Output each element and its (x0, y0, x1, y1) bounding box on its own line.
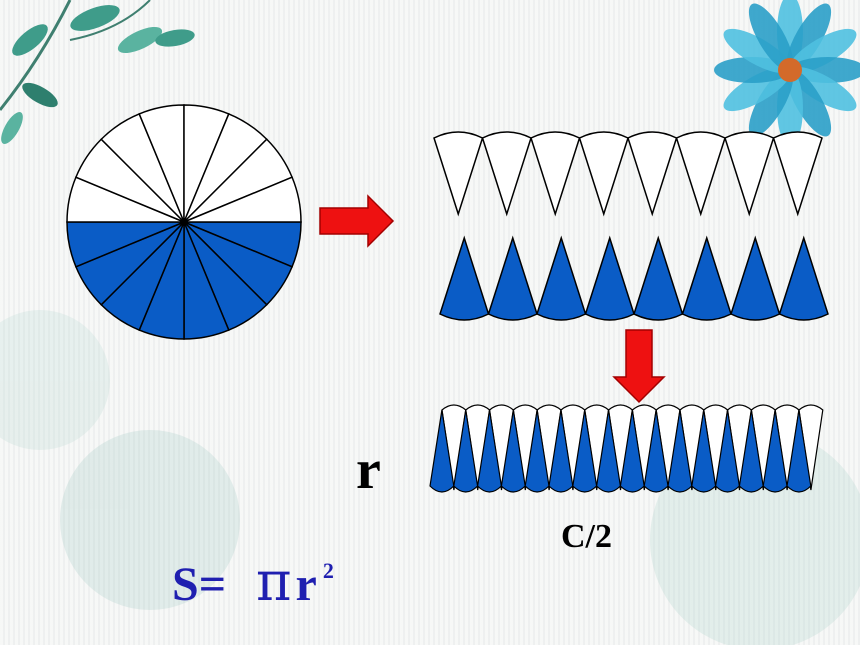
white-sector-row (433, 131, 823, 217)
half-circumference-label: C/2 (561, 518, 612, 555)
formula-radius: r (295, 558, 317, 611)
blue-row-sector (633, 235, 684, 321)
white-row-sector (675, 131, 726, 217)
formula-pi: π (256, 550, 292, 613)
leaf-vine-decoration-icon (0, 0, 195, 144)
sectored-circle (66, 104, 302, 340)
formula-lhs: S= (172, 558, 227, 611)
formula-exponent: 2 (322, 558, 334, 583)
rearranged-parallelogram (429, 404, 824, 493)
white-row-sector (627, 131, 678, 217)
white-row-sector (433, 131, 484, 217)
white-parallelogram-sector (798, 404, 824, 491)
blue-row-sector (730, 235, 781, 321)
white-row-sector (724, 131, 775, 217)
white-row-sector (481, 131, 532, 217)
blue-parallelogram-sector (786, 409, 812, 493)
right-arrow-icon (319, 194, 395, 248)
radius-label: r (356, 439, 381, 501)
white-circle-sector (183, 176, 302, 223)
white-row-sector (772, 131, 823, 217)
down-arrow-icon (612, 329, 666, 404)
blue-row-sector (681, 235, 732, 321)
blue-row-sector (536, 235, 587, 321)
blue-row-sector (439, 235, 490, 321)
blue-row-sector (584, 235, 635, 321)
blue-sector-row (439, 235, 829, 321)
blue-row-sector (487, 235, 538, 321)
white-row-sector (530, 131, 581, 217)
area-formula: S= π r 2 (172, 550, 334, 613)
blue-row-sector (778, 235, 829, 321)
white-row-sector (578, 131, 629, 217)
flower-decoration-icon (714, 0, 860, 146)
